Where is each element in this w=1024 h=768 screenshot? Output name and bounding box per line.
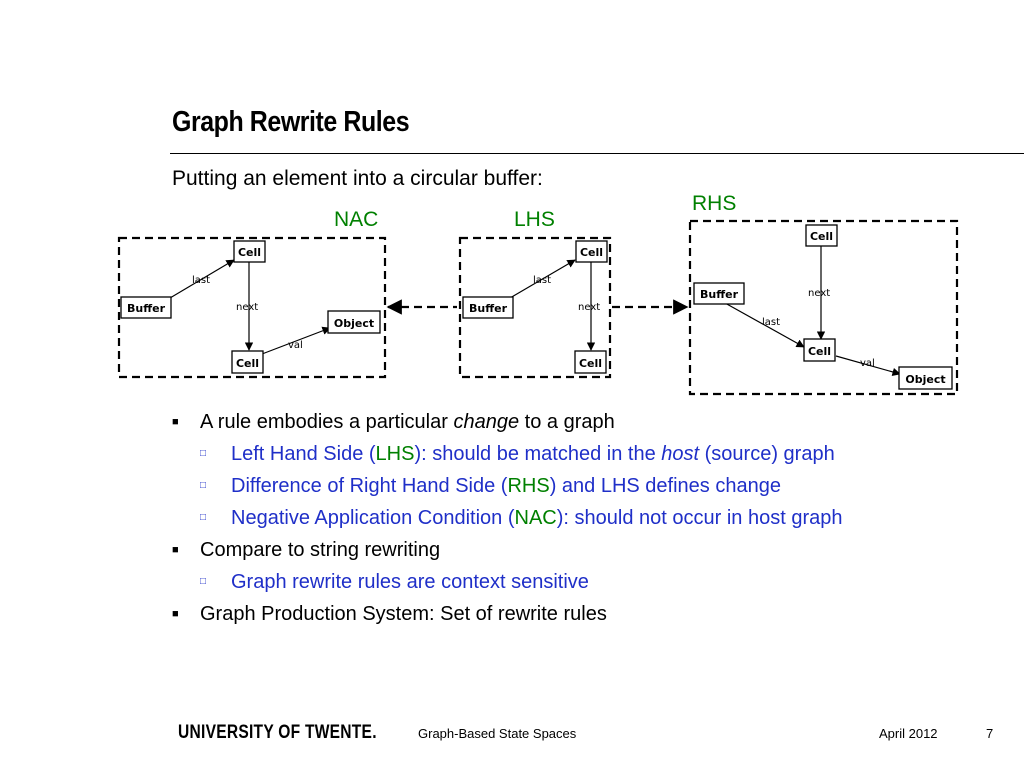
rhs-edge-next-label: next: [808, 288, 830, 299]
bullet-rule-change: ■ A rule embodies a particular change to…: [170, 406, 1000, 438]
svg-text:Buffer: Buffer: [700, 288, 739, 301]
title-divider: [170, 153, 1024, 154]
svg-text:Cell: Cell: [808, 345, 831, 358]
nac-node-buffer: Buffer: [120, 296, 172, 319]
svg-text:Object: Object: [334, 317, 374, 330]
nac-edge-next-label: next: [236, 302, 258, 313]
bullet-lhs: □ Left Hand Side (LHS): should be matche…: [170, 438, 1000, 470]
rhs-edge-last-label: last: [762, 317, 780, 328]
svg-text:Object: Object: [905, 373, 945, 386]
nac-edge-val-label: val: [288, 340, 303, 351]
rewrite-rule-diagram: last next val Cell Buffer Object Cell la…: [117, 219, 959, 396]
square-bullet-icon: ■: [172, 608, 179, 620]
lhs-edge-next-label: next: [578, 302, 600, 313]
square-bullet-icon: ■: [172, 544, 179, 556]
bullet-production-system: ■ Graph Production System: Set of rewrit…: [170, 598, 1000, 630]
nac-node-cell-bottom: Cell: [231, 350, 264, 374]
rhs-edge-val-label: val: [860, 358, 875, 369]
nac-edge-last-label: last: [192, 275, 210, 286]
hollow-square-bullet-icon: □: [200, 448, 207, 459]
footer-date: April 2012: [879, 726, 938, 741]
hollow-square-bullet-icon: □: [200, 480, 207, 491]
lhs-node-cell-top: Cell: [575, 240, 608, 263]
rhs-graph-box: [688, 219, 959, 396]
square-bullet-icon: ■: [172, 416, 179, 428]
footer-topic: Graph-Based State Spaces: [418, 726, 577, 741]
lhs-edge-last-label: last: [533, 275, 551, 286]
bullet-rhs: □ Difference of Right Hand Side (RHS) an…: [170, 470, 1000, 502]
svg-text:Cell: Cell: [810, 230, 833, 243]
bullet-string-rewriting: ■ Compare to string rewriting: [170, 534, 1000, 566]
nac-edge-val: [261, 326, 331, 355]
lhs-graph-box: [458, 236, 612, 379]
lhs-node-cell-bottom: Cell: [574, 350, 607, 374]
hollow-square-bullet-icon: □: [200, 512, 207, 523]
hollow-square-bullet-icon: □: [200, 576, 207, 587]
svg-text:Cell: Cell: [579, 357, 602, 370]
rhs-node-cell-top: Cell: [805, 224, 838, 247]
nac-node-object: Object: [327, 310, 381, 334]
lhs-label: LHS: [514, 208, 555, 231]
nac-node-cell-top: Cell: [233, 240, 266, 263]
slide-subtitle: Putting an element into a circular buffe…: [172, 167, 543, 190]
slide-title: Graph Rewrite Rules: [172, 106, 410, 138]
svg-text:Buffer: Buffer: [127, 302, 166, 315]
svg-text:Cell: Cell: [238, 246, 261, 259]
lhs-node-buffer: Buffer: [462, 296, 514, 319]
nac-graph-box: [117, 236, 387, 379]
nac-edge-last: [169, 259, 235, 299]
rhs-edge-last: [724, 302, 805, 348]
rhs-edge-val: [835, 355, 901, 376]
rhs-node-buffer: Buffer: [693, 282, 745, 305]
lhs-edge-last: [509, 259, 576, 299]
rhs-node-object: Object: [898, 366, 953, 390]
bullet-context-sensitive: □ Graph rewrite rules are context sensit…: [170, 566, 1000, 598]
nac-label: NAC: [334, 208, 379, 231]
page-number: 7: [986, 726, 994, 741]
bullet-nac: □ Negative Application Condition (NAC): …: [170, 502, 1000, 534]
bullet-list: ■ A rule embodies a particular change to…: [170, 406, 1000, 630]
rhs-node-cell-bottom: Cell: [803, 338, 836, 362]
svg-text:Buffer: Buffer: [469, 302, 508, 315]
svg-text:Cell: Cell: [236, 357, 259, 370]
svg-text:Cell: Cell: [580, 246, 603, 259]
rhs-label: RHS: [692, 192, 737, 215]
university-logo: UNIVERSITY OF TWENTE.: [178, 722, 377, 743]
